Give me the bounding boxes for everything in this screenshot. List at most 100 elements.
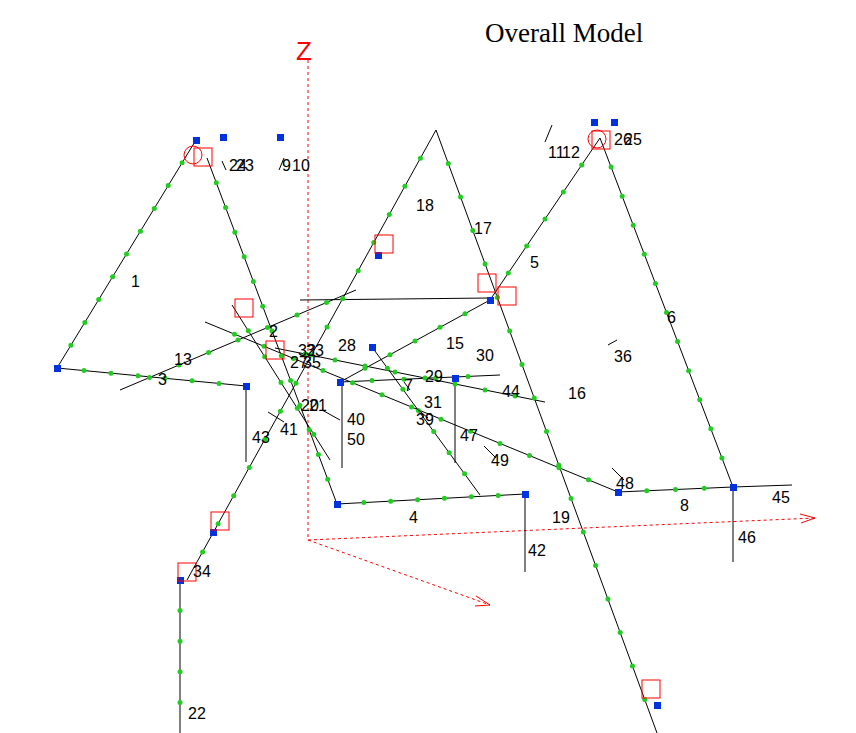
element-number: 19 <box>552 510 570 526</box>
element-number: 9 <box>282 158 291 174</box>
beam-element <box>340 375 500 382</box>
mesh-node <box>361 500 366 505</box>
mesh-node <box>458 195 463 200</box>
element-number: 29 <box>425 369 443 385</box>
mesh-node <box>686 368 691 373</box>
mesh-node <box>631 223 636 228</box>
mesh-node <box>579 163 584 168</box>
restraint-box <box>642 680 660 698</box>
mesh-node <box>581 530 586 535</box>
element-number: 3 <box>158 372 167 388</box>
mesh-node <box>385 366 390 371</box>
mesh-node <box>719 455 724 460</box>
mesh-node <box>697 397 702 402</box>
element-number: 50 <box>347 432 365 448</box>
mesh-node <box>702 486 707 491</box>
mesh-node <box>180 160 185 165</box>
mesh-node <box>527 453 532 458</box>
mesh-node <box>630 664 635 669</box>
mesh-node <box>370 378 375 383</box>
mesh-node <box>206 350 211 355</box>
beam-element <box>205 322 618 492</box>
joint-node <box>730 484 737 491</box>
mesh-node <box>586 477 591 482</box>
beam-element <box>733 487 734 562</box>
element-number: 48 <box>616 476 634 492</box>
beam-element <box>180 580 181 733</box>
element-number: 46 <box>738 530 756 546</box>
element-number: 40 <box>347 412 365 428</box>
mesh-node <box>178 608 183 613</box>
element-number: 30 <box>476 348 494 364</box>
mesh-node <box>307 427 312 432</box>
element-number: 42 <box>528 543 546 559</box>
mesh-node <box>82 368 87 373</box>
mesh-node <box>642 252 647 257</box>
mesh-node <box>350 380 355 385</box>
beam-element <box>490 138 600 300</box>
mesh-node <box>246 328 251 333</box>
mesh-node <box>110 274 115 279</box>
restraint-box <box>592 131 610 149</box>
beam-element <box>618 487 733 492</box>
restraint-box <box>235 299 253 317</box>
mesh-node <box>413 339 418 344</box>
element-number: 39 <box>416 412 434 428</box>
mesh-node <box>496 493 501 498</box>
mesh-node <box>295 406 300 411</box>
mesh-node <box>519 362 524 367</box>
element-number: 35 <box>303 355 321 371</box>
mesh-node <box>524 244 529 249</box>
mesh-node <box>483 262 488 267</box>
element-number: 8 <box>680 498 689 514</box>
mesh-node <box>147 375 152 380</box>
beam-element <box>57 140 196 368</box>
mesh-node <box>409 405 414 410</box>
mesh-node <box>447 450 452 455</box>
mesh-node <box>279 353 284 358</box>
mesh-node <box>136 373 141 378</box>
mesh-node <box>232 230 237 235</box>
restraint-box <box>498 287 516 305</box>
mesh-node <box>439 417 444 422</box>
mesh-node <box>402 184 407 189</box>
mesh-node <box>415 497 420 502</box>
mesh-node <box>321 368 326 373</box>
beam-element <box>300 298 490 300</box>
beam-element <box>455 378 456 463</box>
mesh-node <box>200 549 205 554</box>
joint-node <box>611 119 618 126</box>
mesh-node <box>138 229 143 234</box>
joint-node <box>334 501 341 508</box>
mesh-node <box>557 465 562 470</box>
mesh-node <box>236 338 241 343</box>
mesh-node <box>325 477 330 482</box>
mesh-node <box>279 380 284 385</box>
mesh-node <box>152 206 157 211</box>
beam-element <box>525 494 526 572</box>
element-number: 18 <box>416 198 434 214</box>
joint-node <box>487 297 494 304</box>
element-number: 17 <box>474 221 492 237</box>
mesh-node <box>178 639 183 644</box>
mesh-node <box>418 156 423 161</box>
element-number: 44 <box>502 384 520 400</box>
element-number: 10 <box>292 158 310 174</box>
mesh-node <box>388 352 393 357</box>
beam-element <box>232 305 330 460</box>
mesh-node <box>356 268 361 273</box>
mesh-node <box>178 700 183 705</box>
beam-element <box>120 290 356 390</box>
mesh-node <box>543 217 548 222</box>
axis-heads <box>475 514 815 606</box>
joint-node <box>452 375 459 382</box>
beam-element <box>342 382 343 468</box>
mesh-node <box>673 487 678 492</box>
element-number: 4 <box>409 510 418 526</box>
joint-node <box>337 379 344 386</box>
mesh-node <box>260 304 265 309</box>
beam-element <box>733 485 792 487</box>
mesh-node <box>609 165 614 170</box>
mesh-node <box>469 494 474 499</box>
element-number: 43 <box>252 430 270 446</box>
